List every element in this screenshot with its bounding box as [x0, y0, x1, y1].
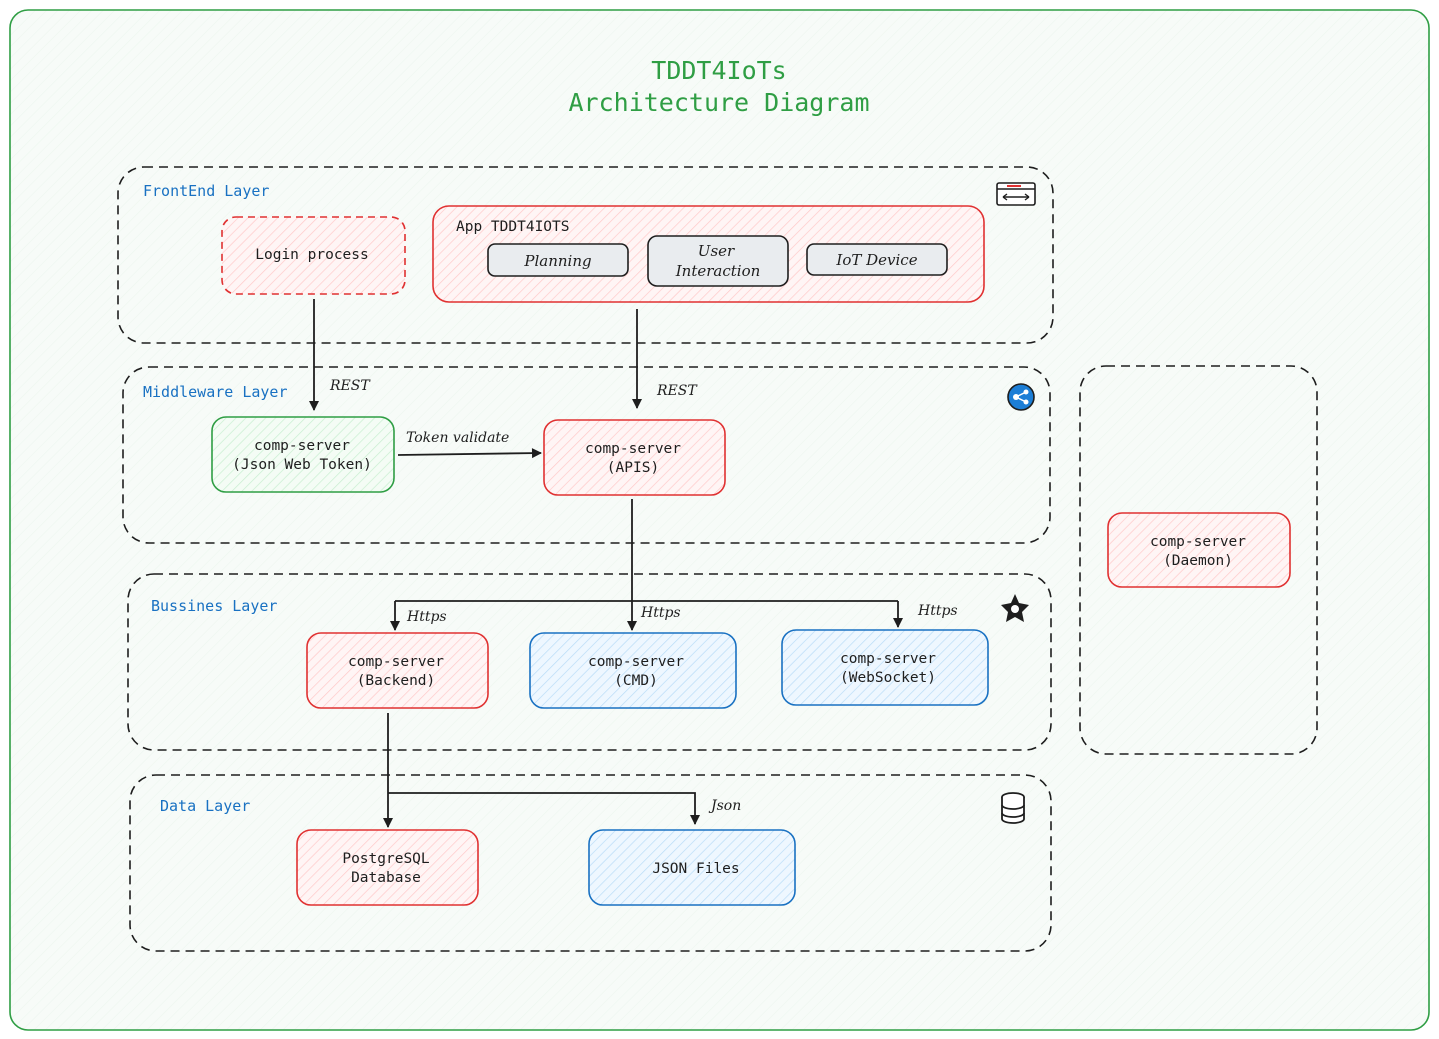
websocket-server-label-2: (WebSocket) [840, 670, 936, 686]
database-icon [1001, 792, 1025, 824]
edge-backend-to-json [388, 792, 700, 825]
frontend-layer [117, 166, 1054, 344]
data-layer-label: Data Layer [160, 797, 250, 815]
postgres-label-2: Database [351, 870, 421, 886]
backend-server-label-2: (Backend) [357, 673, 436, 689]
postgres-node [296, 829, 479, 906]
apis-server-label-2: (APIS) [607, 460, 659, 476]
data-layer [129, 774, 1052, 952]
label-https-backend: Https [406, 609, 447, 625]
jwt-server-node [211, 416, 395, 493]
daemon-server-label-1: comp-server [1150, 534, 1246, 550]
jwt-server-label-2: (Json Web Token) [232, 457, 372, 473]
websocket-server-label-1: comp-server [840, 651, 936, 667]
app-tddt4iots-label: App TDDT4IOTS [456, 219, 570, 235]
iot-device-label: IoT Device [835, 251, 917, 269]
daemon-layer [1079, 365, 1318, 755]
planning-label: Planning [523, 252, 591, 270]
label-rest-login: REST [329, 378, 371, 394]
json-files-label: JSON Files [652, 861, 739, 877]
frontend-layer-label: FrontEnd Layer [143, 182, 269, 200]
backend-server-node [306, 632, 489, 709]
edge-jwt-to-apis [397, 448, 542, 459]
cmd-server-label-1: comp-server [588, 654, 684, 670]
cmd-server-label-2: (CMD) [614, 673, 658, 689]
jwt-server-label-1: comp-server [254, 438, 350, 454]
daemon-server-label-2: (Daemon) [1163, 553, 1233, 569]
user-interaction-label-1: User [698, 242, 735, 260]
label-token-validate: Token validate [406, 430, 509, 446]
json-files-node [588, 829, 796, 906]
apis-server-node [543, 419, 726, 496]
backend-server-label-1: comp-server [348, 654, 444, 670]
diagram-title-line2: Architecture Diagram [568, 88, 869, 117]
label-rest-app: REST [656, 383, 698, 399]
label-https-websocket: Https [917, 603, 958, 619]
middleware-layer-label: Middleware Layer [143, 383, 288, 401]
user-interaction-label-2: Interaction [675, 262, 761, 280]
cmd-server-node [529, 632, 737, 709]
websocket-server-node [781, 629, 989, 706]
business-gear-icon [1001, 594, 1029, 622]
apis-server-label-1: comp-server [585, 441, 681, 457]
user-interaction-node [647, 235, 789, 287]
planning-node [487, 243, 629, 277]
postgres-label-1: PostgreSQL [342, 851, 430, 867]
business-layer-label: Bussines Layer [151, 597, 277, 615]
diagram-title-line1: TDDT4IoTs [651, 56, 786, 85]
daemon-server-node [1107, 512, 1291, 588]
business-layer [127, 573, 1052, 751]
middleware-hub-icon [1007, 383, 1035, 411]
login-process-node [221, 216, 406, 295]
label-https-cmd: Https [640, 605, 681, 621]
iot-device-node [806, 243, 948, 276]
label-json: Json [708, 798, 741, 814]
middleware-layer [122, 366, 1051, 544]
login-process-label: Login process [255, 247, 369, 263]
browser-window-icon [996, 182, 1036, 206]
